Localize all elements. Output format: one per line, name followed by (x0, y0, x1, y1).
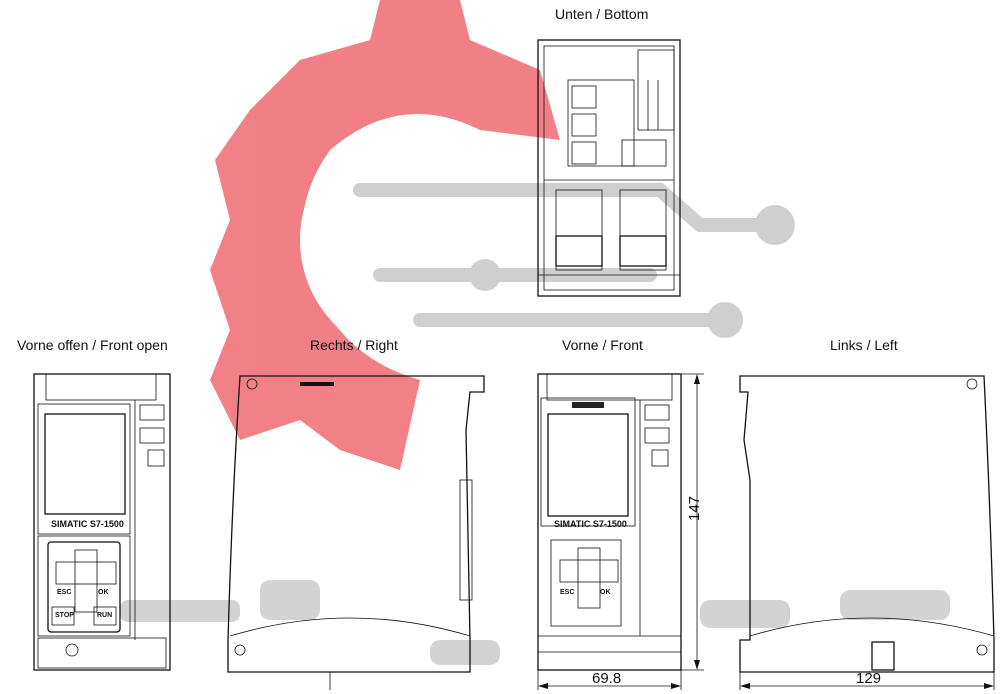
front-open-view-drawing (33, 373, 171, 671)
model-label-front-open: SIMATIC S7-1500 (51, 519, 124, 529)
view-label-right: Rechts / Right (310, 337, 398, 353)
view-label-front: Vorne / Front (562, 337, 643, 353)
view-label-left: Links / Left (830, 337, 898, 353)
key-ok-open: OK (98, 589, 109, 596)
key-run: RUN (97, 612, 113, 619)
bottom-view-drawing (537, 39, 681, 297)
dimension-depth: 129 (856, 670, 882, 687)
model-label-front: SIMATIC S7-1500 (554, 519, 627, 529)
view-label-front-open: Vorne offen / Front open (17, 337, 168, 353)
dimension-height: 147 (686, 495, 704, 522)
left-view-drawing (739, 375, 995, 690)
key-stop: STOP (55, 612, 74, 619)
front-view-drawing (537, 373, 704, 690)
key-ok-front: OK (600, 589, 611, 596)
view-label-bottom: Unten / Bottom (555, 6, 649, 22)
right-view-drawing (227, 375, 485, 690)
key-esc-open: ESC (57, 589, 72, 596)
key-esc-front: ESC (560, 589, 575, 596)
dimension-width: 69.8 (592, 670, 622, 687)
